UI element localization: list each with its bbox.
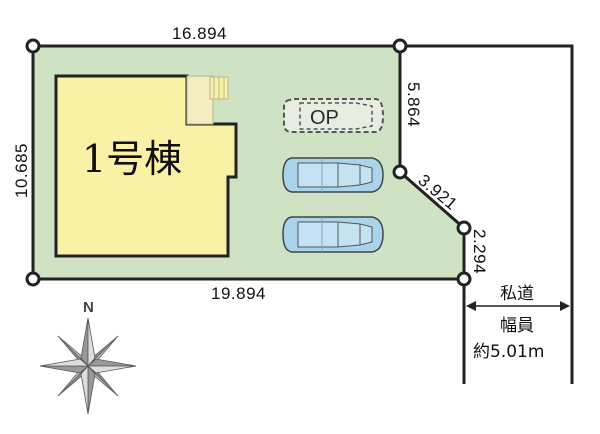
- corner-marker-bottom-left: [25, 271, 41, 287]
- dimension-top: 16.894: [172, 24, 227, 43]
- road-width-value: 約5.01m: [473, 342, 544, 362]
- dimension-right-lower: 2.294: [470, 229, 489, 274]
- compass-north-label: N: [83, 299, 94, 316]
- corner-marker-mid-right: [392, 164, 408, 180]
- road-width-label: 幅員: [500, 316, 534, 336]
- road-width-arrow-left: [466, 301, 476, 311]
- corner-markers: [25, 38, 472, 287]
- dimension-right-upper: 5.864: [404, 82, 423, 127]
- optional-parking-label: OP: [310, 107, 339, 129]
- corner-marker-top-right: [392, 38, 408, 54]
- corner-marker-diagonal-end: [456, 220, 472, 236]
- road-width-arrow-right: [560, 301, 570, 311]
- road-annotation: 私道 幅員 約5.01m: [466, 284, 570, 362]
- car-parking-space-2: [282, 216, 384, 253]
- car-parking-space-1: [282, 157, 384, 193]
- compass-rose: N: [39, 299, 137, 415]
- dimension-left: 10.685: [12, 143, 31, 198]
- optional-parking-space: OP: [283, 98, 385, 133]
- corner-marker-bottom-right: [456, 271, 472, 287]
- dimension-bottom: 19.894: [211, 284, 266, 303]
- building-label: 1号棟: [82, 137, 182, 181]
- road-boundary-line: [400, 44, 574, 384]
- road-name: 私道: [500, 284, 534, 304]
- entrance-porch: [186, 75, 229, 125]
- corner-marker-top-left: [25, 38, 41, 54]
